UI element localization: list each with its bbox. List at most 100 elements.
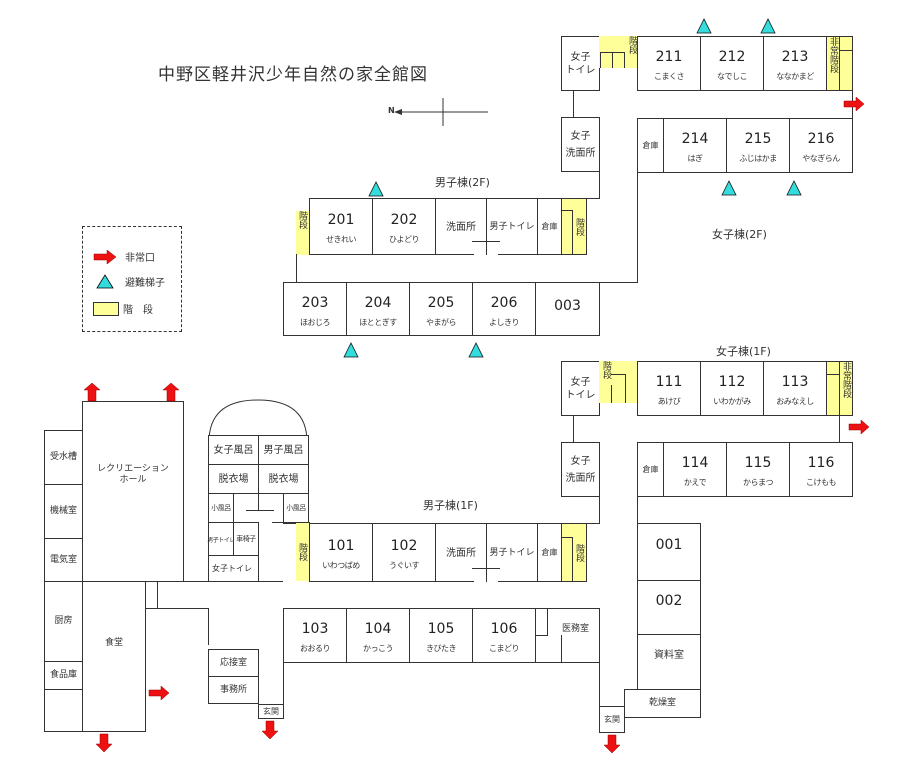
boys-bath[interactable]: 男子風呂 [258, 435, 309, 465]
west-storage[interactable] [44, 689, 83, 732]
emergency-exit-arrow-icon [262, 720, 278, 740]
boys-2f-washroom[interactable]: 洗面所 [435, 198, 487, 255]
room-105[interactable]: 105 きびたき [409, 608, 473, 663]
main-entrance-west[interactable]: 玄関 [258, 704, 284, 719]
escape-ladder-icon [721, 180, 737, 196]
dining-hall[interactable]: 食堂 [82, 581, 146, 732]
food-storage[interactable]: 食品庫 [44, 661, 83, 690]
room-116[interactable]: 116 こけもも [789, 442, 853, 497]
wing-title-girls-1f: 女子棟(1F) [716, 345, 771, 358]
wing-title-boys-1f: 男子棟(1F) [423, 499, 478, 512]
room-216[interactable]: 216 やなぎらん [789, 118, 853, 173]
girls-bath[interactable]: 女子風呂 [208, 435, 259, 465]
escape-ladder-icon [368, 181, 384, 197]
drying-room[interactable]: 乾燥室 [624, 689, 701, 718]
changing-room-2[interactable]: 脱衣場 [258, 464, 309, 494]
boys-2f-stairs-right[interactable]: 階段 [561, 198, 587, 255]
emergency-exit-arrow-icon [604, 734, 620, 754]
bath-boys-toilet[interactable]: 男子トイレ [207, 522, 235, 556]
room-115[interactable]: 115 からまつ [726, 442, 790, 497]
room-214[interactable]: 214 はぎ [663, 118, 727, 173]
reception-room[interactable]: 応接室 [208, 649, 259, 677]
legend-label-ladder: 避難梯子 [125, 277, 165, 289]
legend-item-ladder: 避難梯子 [93, 273, 165, 289]
room-104[interactable]: 104 かっこう [346, 608, 410, 663]
recreation-hall[interactable]: レクリエーション ホール [82, 401, 184, 582]
room-203[interactable]: 203 ほおじろ [283, 282, 347, 336]
escape-ladder-icon [696, 18, 712, 34]
legend-item-exit: 非常口 [93, 249, 155, 264]
changing-room-1[interactable]: 脱衣場 [208, 464, 259, 494]
girls-2f-washroom[interactable]: 女子 洗面所 [561, 117, 600, 172]
water-tank-room[interactable]: 受水槽 [44, 430, 83, 485]
archive-room[interactable]: 資料室 [637, 634, 701, 690]
room-204[interactable]: 204 ほととぎす [346, 282, 410, 336]
north-arrow-icon [394, 98, 488, 126]
girls-1f-storage[interactable]: 倉庫 [637, 442, 664, 497]
room-101[interactable]: 101 いわつばめ [309, 523, 373, 582]
girls-1f-stairs[interactable]: 階段 [599, 361, 637, 403]
room-202[interactable]: 202 ひよどり [372, 198, 436, 255]
office[interactable]: 事務所 [208, 676, 259, 704]
emergency-exit-arrow-icon [848, 420, 870, 434]
girls-1f-toilet[interactable]: 女子 トイレ [561, 361, 600, 416]
machine-room[interactable]: 機械室 [44, 484, 83, 539]
room-215[interactable]: 215 ふじはかま [726, 118, 790, 173]
room-213[interactable]: 213 ななかまど [763, 36, 827, 91]
room-212[interactable]: 212 なでしこ [700, 36, 764, 91]
boys-1f-toilet[interactable]: 男子トイレ [486, 523, 538, 582]
room-103[interactable]: 103 おおるり [283, 608, 347, 663]
emergency-exit-arrow-icon [96, 733, 112, 753]
electric-room[interactable]: 電気室 [44, 538, 83, 582]
room-002[interactable]: 002 [637, 580, 701, 635]
escape-ladder-triangle-icon [96, 274, 114, 289]
north-label: N [388, 106, 395, 115]
wheelchair-toilet[interactable]: 車椅子 [233, 522, 259, 556]
room-211[interactable]: 211 こまくさ [637, 36, 701, 91]
kitchen[interactable]: 厨房 [44, 581, 83, 662]
escape-ladder-icon [343, 342, 359, 358]
bath-dome [208, 399, 308, 443]
room-106[interactable]: 106 こまどり [472, 608, 536, 663]
escape-ladder-icon [786, 180, 802, 196]
stairs-swatch-icon [93, 301, 119, 316]
room-206[interactable]: 206 よしきり [472, 282, 536, 336]
map-title: 中野区軽井沢少年自然の家全館図 [158, 65, 428, 85]
room-112[interactable]: 112 いわかがみ [700, 361, 764, 416]
legend: 非常口 避難梯子 階 段 [82, 226, 182, 332]
boys-2f-stairs-left[interactable]: 階段 [296, 211, 309, 255]
room-114[interactable]: 114 かえで [663, 442, 727, 497]
room-003[interactable]: 003 [535, 282, 600, 336]
girls-1f-washroom[interactable]: 女子 洗面所 [561, 442, 600, 497]
girls-2f-toilet[interactable]: 女子 トイレ [561, 36, 600, 91]
north-compass: N [380, 98, 490, 128]
room-111[interactable]: 111 あけび [637, 361, 701, 416]
room-102[interactable]: 102 うぐいす [372, 523, 436, 582]
escape-ladder-icon [468, 342, 484, 358]
small-bath-2[interactable]: 小風呂 [283, 493, 309, 523]
wing-title-boys-2f: 男子棟(2F) [435, 176, 490, 189]
room-001[interactable]: 001 [637, 523, 701, 581]
emergency-exit-arrow-icon [843, 97, 865, 111]
wing-title-girls-2f: 女子棟(2F) [712, 228, 767, 241]
legend-item-stairs: 階 段 [93, 301, 153, 316]
emergency-exit-arrow-icon [93, 249, 117, 264]
legend-label-exit: 非常口 [125, 253, 155, 264]
girls-2f-storage[interactable]: 倉庫 [637, 118, 664, 173]
small-bath-1[interactable]: 小風呂 [208, 493, 234, 523]
boys-1f-stairs-right[interactable]: 階段 [561, 523, 587, 582]
emergency-exit-arrow-icon [148, 686, 170, 700]
boys-1f-stairs-left[interactable]: 階段 [296, 523, 309, 581]
emergency-exit-arrow-icon [163, 382, 179, 402]
legend-label-stairs: 階 段 [123, 305, 153, 316]
bath-girls-toilet[interactable]: 女子トイレ [208, 555, 259, 582]
room-201[interactable]: 201 せきれい [309, 198, 373, 255]
boys-1f-washroom[interactable]: 洗面所 [435, 523, 487, 582]
room-205[interactable]: 205 やまがら [409, 282, 473, 336]
escape-ladder-icon [760, 18, 776, 34]
boys-2f-toilet[interactable]: 男子トイレ [486, 198, 538, 255]
room-113[interactable]: 113 おみなえし [763, 361, 827, 416]
boys-1f-storage[interactable]: 倉庫 [537, 523, 562, 582]
boys-2f-storage[interactable]: 倉庫 [537, 198, 562, 255]
main-entrance-east[interactable]: 玄関 [599, 706, 625, 733]
